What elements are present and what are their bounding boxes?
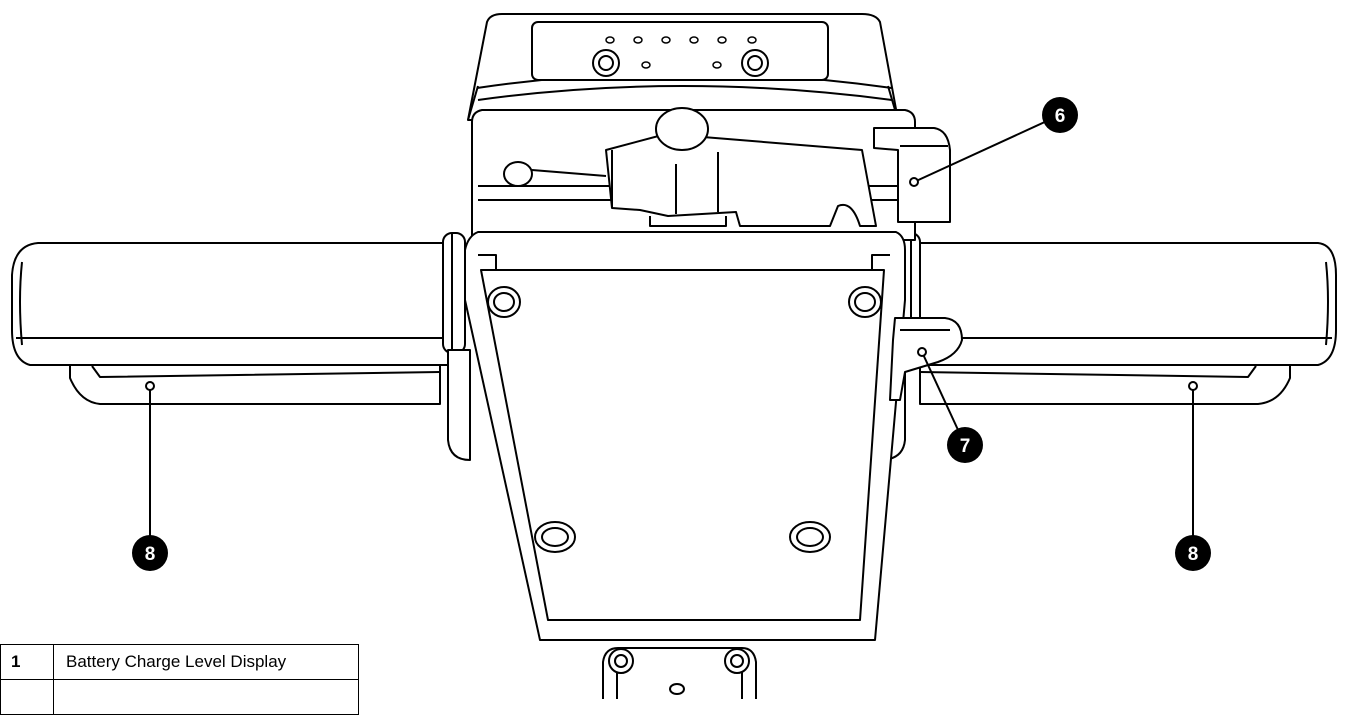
screw-top-right bbox=[848, 286, 882, 318]
release-lever bbox=[605, 107, 951, 227]
callout-7-label: 7 bbox=[960, 436, 971, 457]
callout-8-right-label: 8 bbox=[1188, 544, 1199, 565]
legend-table: 1 Battery Charge Level Display bbox=[0, 644, 359, 715]
screw-top-left bbox=[487, 286, 521, 318]
leader-line-6 bbox=[909, 114, 1061, 187]
leader-line-8-left bbox=[145, 381, 155, 553]
callout-7: 7 bbox=[947, 427, 983, 463]
left-hinge bbox=[442, 232, 471, 461]
leader-line-8-right bbox=[1188, 381, 1198, 553]
left-handle bbox=[11, 242, 456, 405]
screw-bottom-right bbox=[789, 521, 831, 553]
console bbox=[467, 13, 899, 121]
right-handle bbox=[904, 242, 1337, 405]
console-knob-left bbox=[592, 49, 620, 77]
main-body bbox=[464, 231, 906, 641]
callout-8-left: 8 bbox=[132, 535, 168, 571]
product-diagram: 6 7 8 8 bbox=[11, 13, 1337, 699]
callout-6-label: 6 bbox=[1055, 106, 1066, 127]
callout-8-right: 8 bbox=[1175, 535, 1211, 571]
console-knob-right bbox=[741, 49, 769, 77]
charge-level-leds bbox=[605, 36, 757, 69]
screw-bottom-left bbox=[534, 521, 576, 553]
shaft bbox=[602, 647, 757, 699]
legend-row-description bbox=[53, 679, 359, 715]
callout-8-left-label: 8 bbox=[145, 544, 156, 565]
legend-row-number bbox=[0, 679, 54, 715]
legend-row: 1 Battery Charge Level Display bbox=[0, 644, 359, 680]
legend-row bbox=[0, 679, 359, 715]
legend-row-number: 1 bbox=[0, 644, 54, 680]
callout-6: 6 bbox=[1042, 97, 1078, 133]
legend-row-description: Battery Charge Level Display bbox=[53, 644, 359, 680]
